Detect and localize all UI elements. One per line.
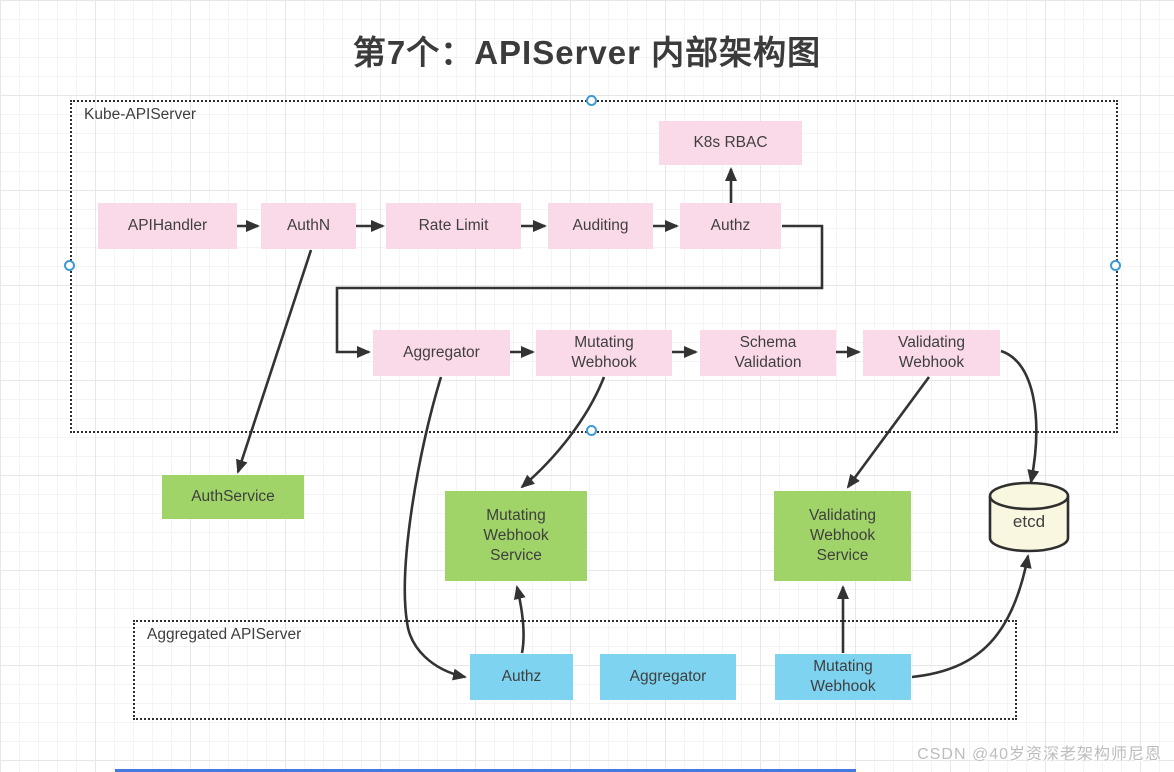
node-authz-label: Authz (710, 217, 751, 234)
node-apihandler[interactable]: APIHandler (98, 203, 237, 249)
node-schema-validation[interactable]: Schema Validation (700, 330, 836, 376)
node-mutating-webhook-service-label: Mutating Webhook Service (483, 507, 549, 564)
node-agg-authz-label: Authz (501, 668, 542, 685)
edge-aggauthz-mws[interactable] (513, 585, 526, 654)
node-etcd-label: etcd (1012, 512, 1046, 531)
node-agg-mutating-webhook-label: Mutating Webhook (810, 658, 876, 695)
node-k8s-rbac-label: K8s RBAC (693, 134, 768, 151)
node-agg-authz[interactable]: Authz (470, 654, 573, 700)
node-auditing-label: Auditing (572, 217, 629, 234)
page-title[interactable]: 第7个：APIServer 内部架构图 (352, 34, 822, 71)
node-validating-webhook-service-label: Validating Webhook Service (809, 507, 876, 564)
aggregated-apiserver-label: Aggregated APIServer (147, 626, 302, 643)
watermark: CSDN @40岁资深老架构师尼恩 (917, 746, 1162, 763)
aggregated-apiserver-group[interactable]: Aggregated APIServer (133, 620, 1017, 720)
node-ratelimit-label: Rate Limit (418, 217, 489, 234)
node-agg-aggregator-label: Aggregator (629, 668, 707, 685)
edge-validating-etcd[interactable] (1000, 349, 1040, 484)
kube-apiserver-label: Kube-APIServer (84, 106, 196, 123)
node-agg-aggregator[interactable]: Aggregator (600, 654, 736, 700)
edge-authn-authservice[interactable] (236, 249, 313, 474)
node-authservice[interactable]: AuthService (162, 475, 304, 519)
selection-handle-right[interactable] (1110, 260, 1121, 271)
edge-aggmutating-etcd[interactable] (911, 554, 1032, 679)
node-authn[interactable]: AuthN (261, 203, 356, 249)
node-auditing[interactable]: Auditing (548, 203, 653, 249)
node-mutating-webhook[interactable]: Mutating Webhook (536, 330, 672, 376)
node-mutating-webhook-service[interactable]: Mutating Webhook Service (445, 491, 587, 581)
node-authz[interactable]: Authz (680, 203, 781, 249)
edge-aggregator-aggauthz[interactable] (403, 376, 467, 681)
edge-mutating-mws[interactable] (520, 376, 606, 489)
edge-validating-vws[interactable] (846, 376, 931, 489)
node-authn-label: AuthN (286, 217, 331, 234)
edge-authz-aggregator[interactable] (335, 224, 824, 358)
selection-handle-left[interactable] (64, 260, 75, 271)
kube-apiserver-group[interactable]: Kube-APIServer (70, 100, 1118, 433)
selection-handle-top[interactable] (586, 95, 597, 106)
node-validating-webhook-label: Validating Webhook (898, 334, 965, 371)
node-mutating-webhook-label: Mutating Webhook (571, 334, 637, 371)
node-agg-mutating-webhook[interactable]: Mutating Webhook (775, 654, 911, 700)
node-aggregator-label: Aggregator (403, 344, 480, 361)
node-ratelimit[interactable]: Rate Limit (386, 203, 521, 249)
node-aggregator[interactable]: Aggregator (373, 330, 510, 376)
selection-handle-bottom[interactable] (586, 425, 597, 436)
node-authservice-label: AuthService (191, 488, 275, 505)
node-apihandler-label: APIHandler (127, 217, 208, 234)
node-schema-validation-label: Schema Validation (734, 334, 802, 371)
node-validating-webhook[interactable]: Validating Webhook (863, 330, 1000, 376)
node-validating-webhook-service[interactable]: Validating Webhook Service (774, 491, 911, 581)
bottom-blue-line (115, 769, 856, 772)
node-k8s-rbac[interactable]: K8s RBAC (659, 121, 802, 165)
